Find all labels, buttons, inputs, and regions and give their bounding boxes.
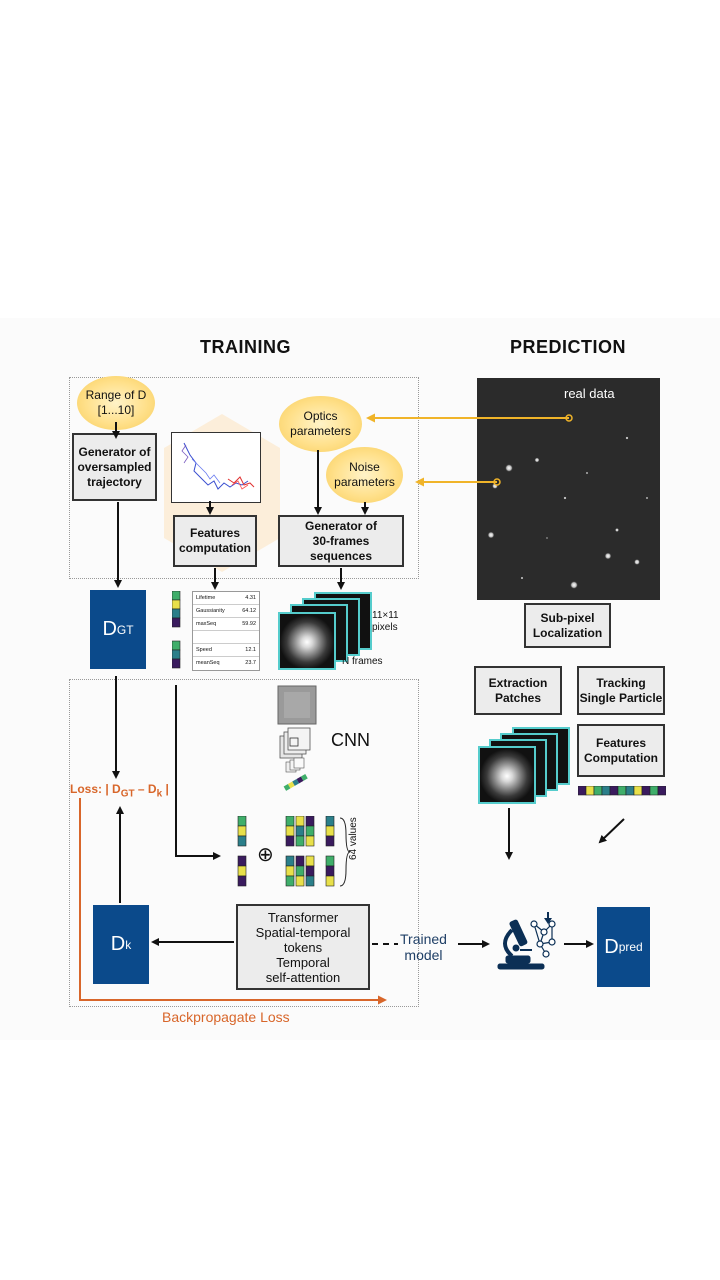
backprop-arrow <box>79 798 387 1005</box>
frame-stack-front <box>278 612 336 670</box>
feature-row: maxSeq 59.92 <box>193 618 259 631</box>
transformer-box: Transformer Spatial-temporal tokens Temp… <box>236 904 370 990</box>
tracking-particle-box: Tracking Single Particle <box>577 666 665 715</box>
loss-suffix: | <box>162 782 169 796</box>
features-computation-box: Features computation <box>173 515 257 567</box>
noise-parameters-oval: Noise parameters <box>326 447 403 503</box>
real-data-image: real data <box>477 378 660 600</box>
loss-label: Loss: | DGT – Dk | <box>70 782 169 799</box>
trajectory-plot <box>171 432 261 503</box>
feature-value: 4.31 <box>245 595 256 601</box>
training-header: TRAINING <box>200 337 291 357</box>
feature-name: Gaussianity <box>196 608 225 614</box>
feature-name: meanSeq <box>196 660 220 666</box>
d-pred-sub: pred <box>618 940 643 954</box>
token-vectors <box>237 816 350 887</box>
generator-trajectory-box: Generator of oversampled trajectory <box>72 433 157 501</box>
real-data-label: real data <box>564 386 615 401</box>
feature-value: 23.7 <box>245 660 256 666</box>
token-vector-single <box>237 816 247 887</box>
extraction-patches-box: Extraction Patches <box>474 666 562 715</box>
pixels-label: 11×11 pixels <box>372 610 399 633</box>
pred-feature-vector <box>578 786 666 796</box>
features-table: Lifetime 4.31 Gaussianity 64.12 maxSeq 59.9… <box>192 591 260 671</box>
microscope-network-icon <box>497 912 556 970</box>
d-gt-main: D <box>102 618 117 640</box>
subpixel-localization-box: Sub-pixel Localization <box>524 603 611 648</box>
feature-row: Speed 12.1 <box>193 644 259 657</box>
feature-value: 12.1 <box>245 647 256 653</box>
model-training-group <box>69 679 419 1007</box>
feature-value: 64.12 <box>242 608 256 614</box>
d-k-main: D <box>110 933 126 955</box>
d-gt-sub: GT <box>116 622 134 637</box>
optics-parameters-oval: Optics parameters <box>279 396 362 452</box>
feature-value: 59.92 <box>242 621 256 627</box>
feature-row: Lifetime 4.31 <box>193 592 259 605</box>
oplus-symbol: ⊕ <box>257 844 274 866</box>
d-k-sub: k <box>125 937 132 952</box>
feature-row <box>193 631 259 644</box>
prediction-header: PREDICTION <box>510 337 627 357</box>
feature-name: maxSeq <box>196 621 217 627</box>
n-frames-label: N frames <box>342 656 383 667</box>
trained-model-label: Trained model <box>400 931 447 963</box>
features-computation-box-2: Features Computation <box>577 724 665 777</box>
generator-sequences-box: Generator of 30-frames sequences <box>278 515 404 567</box>
feature-row: meanSeq 23.7 <box>193 657 259 669</box>
feature-name: Lifetime <box>196 595 216 601</box>
range-of-d-oval: Range of D [1...10] <box>77 376 155 430</box>
d-pred-main: D <box>604 935 619 958</box>
feature-row: Gaussianity 64.12 <box>193 605 259 618</box>
cnn-illustration <box>277 685 317 791</box>
feature-vector <box>172 591 181 669</box>
loss-sub2: k <box>156 788 163 800</box>
loss-prefix: Loss: | D <box>70 782 121 796</box>
loss-sub1: GT <box>120 788 135 800</box>
backpropagate-label: Backpropagate Loss <box>162 1009 290 1025</box>
pred-frame-front <box>478 746 536 804</box>
feature-name: Speed <box>196 647 212 653</box>
loss-mid: – D <box>134 782 157 796</box>
cnn-label: CNN <box>331 730 370 750</box>
